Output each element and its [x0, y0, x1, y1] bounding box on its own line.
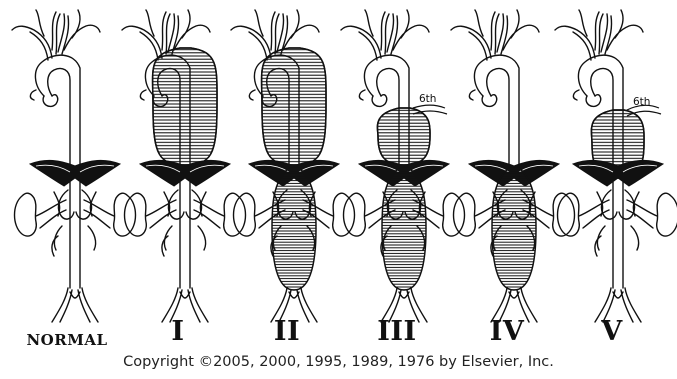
aorta-panel [231, 10, 355, 322]
abdominal-aorta [180, 182, 190, 288]
aorta-panel [451, 10, 575, 322]
aortic-arch [474, 55, 519, 165]
annotation-6th: 6th [633, 96, 650, 108]
right-kidney [224, 193, 246, 236]
thoracic-aneurysm [153, 48, 217, 165]
left-kidney [234, 193, 256, 236]
right-kidney [553, 193, 575, 236]
left-kidney [15, 193, 37, 236]
abdominal-aorta [70, 182, 80, 288]
thoracic-aneurysm [377, 108, 430, 165]
aorta-panel: 6th [341, 10, 465, 322]
aorta-panel [122, 10, 246, 322]
renal-branches [579, 190, 657, 250]
annotation-6th: 6th [419, 93, 436, 105]
label-type-v: V [567, 316, 657, 347]
aortic-arch [35, 55, 80, 165]
thoracic-aneurysm [262, 48, 326, 165]
label-normal: NORMAL [22, 331, 112, 349]
diaphragm [30, 160, 120, 186]
right-kidney [657, 193, 677, 236]
abdominal-aorta [613, 182, 623, 288]
aorta-panel [12, 10, 136, 322]
renal-branches [36, 190, 114, 250]
iliac-bifurcation [52, 288, 98, 322]
copyright-notice: Copyright ©2005, 2000, 1995, 1989, 1976 … [0, 354, 677, 370]
label-type-iv: IV [462, 316, 552, 347]
aorta-panel: 6th [555, 10, 677, 322]
label-type-ii: II [242, 316, 332, 347]
left-kidney [558, 193, 580, 236]
label-type-i: I [133, 316, 223, 347]
label-type-iii: III [352, 316, 442, 347]
renal-branches [146, 190, 224, 250]
